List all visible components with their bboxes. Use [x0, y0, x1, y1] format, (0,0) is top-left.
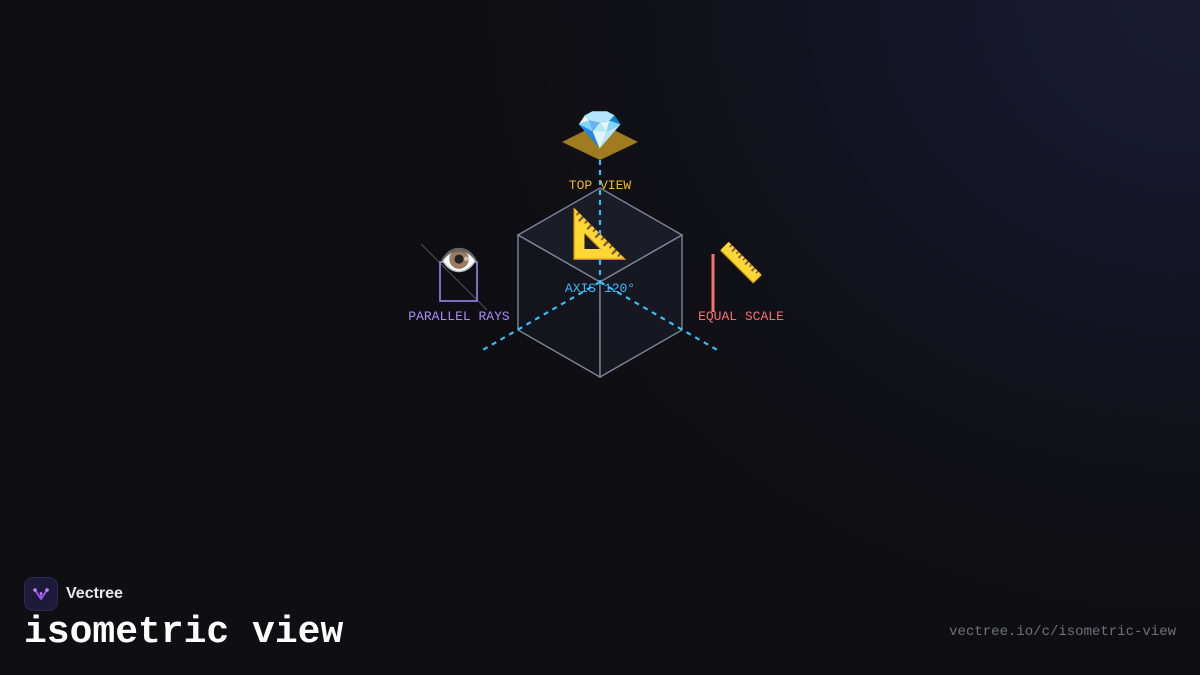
eye-icon: 👁️: [439, 241, 479, 279]
top-plane: [562, 123, 638, 160]
triangle-ruler-icon: 📐: [570, 206, 630, 262]
parallel-ray-line: [420, 243, 488, 311]
ruler-icon: 📏: [717, 241, 764, 285]
top-view-label: TOP VIEW: [569, 178, 632, 193]
brand-name: Vectree: [66, 585, 123, 602]
page-title: isometric view: [24, 611, 344, 654]
axis-label: AXIS 120°: [565, 281, 635, 296]
parallel-rays-frame: [439, 261, 478, 302]
equal-scale-label: EQUAL SCALE: [698, 309, 784, 324]
diamond-icon: 💎: [576, 108, 623, 152]
axis-right: [599, 281, 720, 352]
vectree-logo-icon: [24, 577, 58, 611]
parallel-rays-label: PARALLEL RAYS: [408, 309, 510, 324]
page-url: vectree.io/c/isometric-view: [949, 624, 1176, 640]
axis-left: [480, 281, 601, 352]
cube-right-face: [599, 233, 683, 379]
brand: Vectree: [24, 577, 123, 611]
